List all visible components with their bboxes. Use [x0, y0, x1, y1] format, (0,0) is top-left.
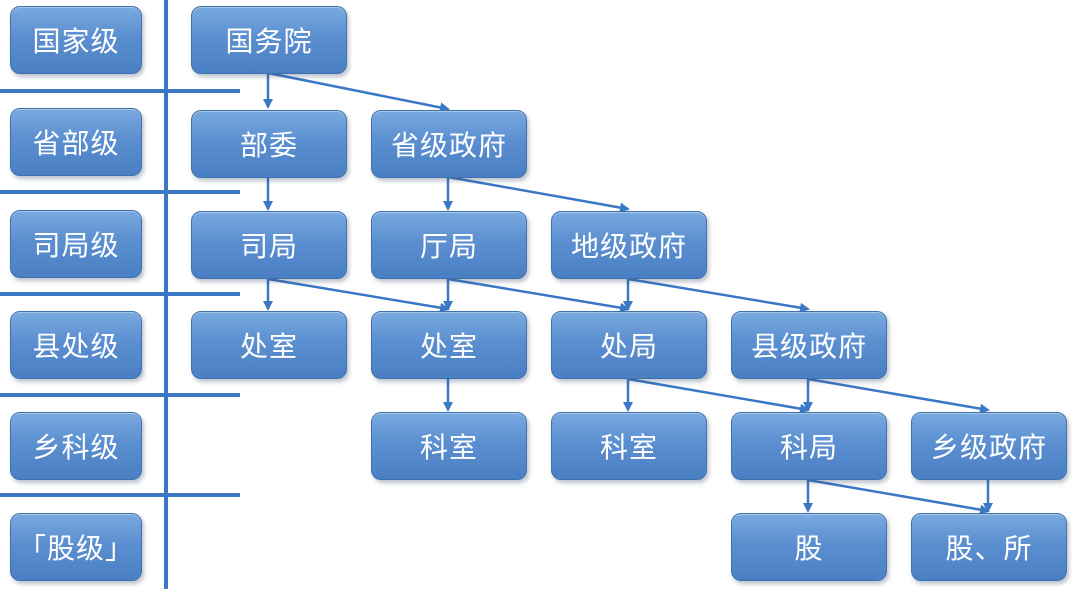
node-siju: 司局: [191, 211, 347, 279]
row-divider-5: [0, 493, 240, 497]
level-section: 「股级」: [10, 513, 142, 581]
node-chuju: 处局: [551, 311, 707, 379]
row-divider-1: [0, 89, 240, 93]
node-chushi-2: 处室: [371, 311, 527, 379]
level-national: 国家级: [10, 6, 142, 74]
node-keshi-1: 科室: [371, 412, 527, 480]
node-tingju: 厅局: [371, 211, 527, 279]
node-xiangji-zhengfu: 乡级政府: [911, 412, 1067, 480]
arrow-chuju-keju: [627, 377, 810, 414]
node-gu: 股: [731, 513, 887, 581]
node-buwei: 部委: [191, 110, 347, 178]
arrow-diji-xianji: [627, 277, 810, 313]
level-bureau: 司局级: [10, 210, 142, 278]
node-diji-zhengfu: 地级政府: [551, 211, 707, 279]
arrow-siju-chushi2: [267, 277, 450, 313]
row-divider-4: [0, 393, 240, 397]
node-xianji-zhengfu: 县级政府: [731, 311, 887, 379]
level-provincial: 省部级: [10, 108, 142, 176]
arrow-xianji-xiangji: [807, 377, 990, 414]
row-divider-2: [0, 190, 240, 194]
level-county: 县处级: [10, 311, 142, 379]
arrow-tingju-chuju: [447, 277, 630, 313]
row-divider-3: [0, 292, 240, 296]
level-township: 乡科级: [10, 412, 142, 480]
node-keshi-2: 科室: [551, 412, 707, 480]
arrow-shengji-diji: [447, 175, 630, 213]
arrow-keju-gusuo: [807, 478, 990, 515]
node-gu-suo: 股、所: [911, 513, 1067, 581]
node-guowuyuan: 国务院: [191, 6, 347, 74]
arrow-guowuyuan-shengji: [267, 71, 450, 113]
node-chushi-1: 处室: [191, 311, 347, 379]
node-keju: 科局: [731, 412, 887, 480]
node-shengji-zhengfu: 省级政府: [371, 110, 527, 178]
